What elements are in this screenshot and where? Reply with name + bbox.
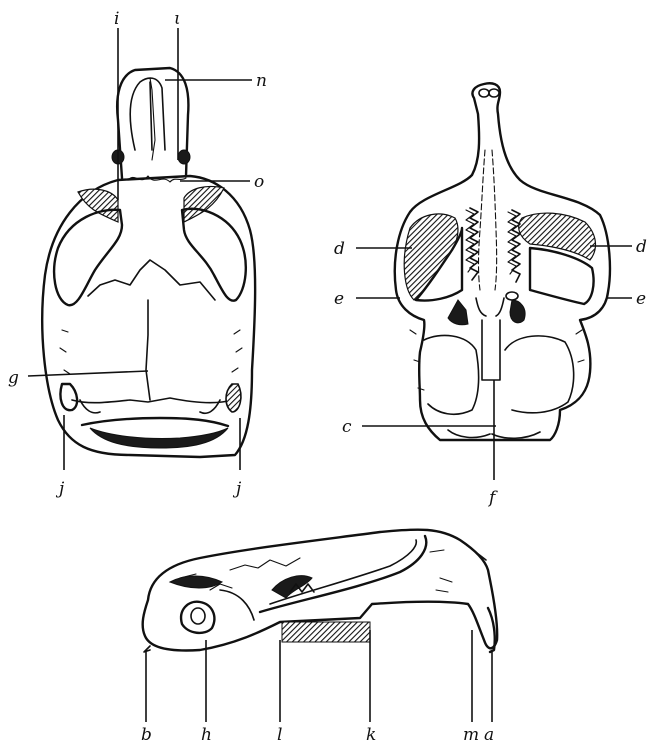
occipital-ridge: [82, 418, 228, 426]
ventral-view: [395, 83, 610, 440]
lateral-squamosal: [220, 590, 254, 620]
dorsal-view: [42, 68, 255, 457]
lateral-texture: [60, 330, 242, 374]
label-g: g: [8, 368, 19, 388]
label-e-right: e: [636, 289, 646, 309]
label-a: a: [484, 725, 494, 740]
right-orbit: [182, 209, 246, 301]
lateral-toothrow-hatch: [282, 622, 370, 642]
right-pterygoid: [510, 300, 525, 323]
label-m: m: [463, 725, 479, 740]
label-i-left: i: [114, 9, 119, 29]
right-bulla-ventral: [505, 336, 574, 413]
dorsal-sutures: [88, 260, 215, 400]
lateral-zygomatic: [260, 536, 426, 612]
occipital-dark: [90, 428, 228, 448]
label-j-right: j: [232, 479, 242, 499]
nostril-right: [489, 89, 499, 97]
label-h: h: [201, 725, 212, 740]
label-k: k: [366, 725, 376, 740]
lateral-zygomatic-inner: [270, 540, 416, 604]
left-bulla: [60, 384, 77, 410]
label-j-left: j: [55, 479, 65, 499]
lateral-occipital-dark: [170, 576, 222, 588]
left-orbit: [54, 210, 122, 306]
lateral-nasal-tip: [460, 540, 486, 560]
label-f: f: [487, 488, 498, 508]
label-d-right: d: [636, 237, 647, 257]
lateral-incisor: [488, 608, 495, 652]
label-e-left: e: [334, 289, 344, 309]
label-n: n: [256, 71, 267, 91]
lateral-bulla: [181, 602, 214, 633]
lateral-back-tip: [144, 646, 150, 652]
basioccipital: [476, 298, 504, 380]
label-c: c: [342, 417, 352, 437]
palatal-foramen: [506, 292, 518, 300]
label-i-right: ι: [174, 9, 181, 29]
left-pterygoid: [448, 300, 468, 325]
right-bulla: [226, 384, 241, 412]
label-d-left: d: [334, 239, 345, 259]
label-l: l: [277, 725, 282, 740]
palate-line: [479, 150, 497, 290]
nostril-left: [479, 89, 489, 97]
lateral-view: [143, 530, 497, 652]
label-o: o: [254, 172, 264, 192]
lateral-meatus: [191, 608, 205, 624]
parietal-line: [72, 398, 232, 403]
label-b: b: [141, 725, 152, 740]
left-bulla-ventral: [424, 335, 479, 414]
lateral-front-texture: [430, 550, 452, 592]
right-foramen: [178, 150, 190, 164]
nasal-bones: [130, 78, 165, 150]
